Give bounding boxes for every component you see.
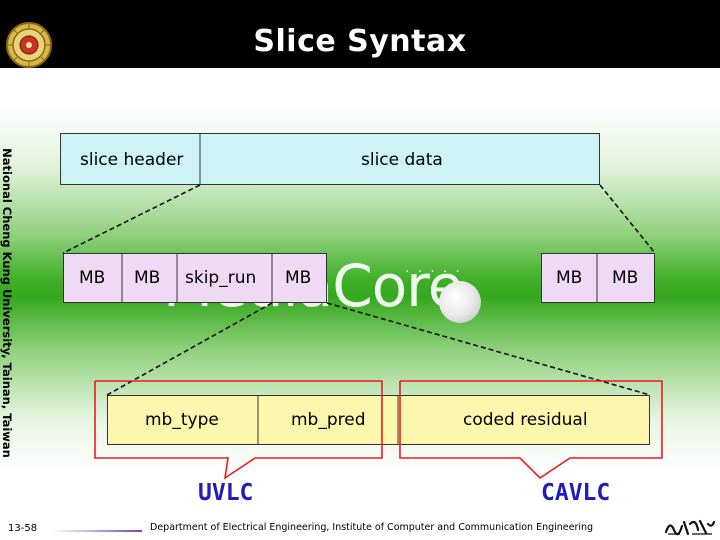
cavlc-label: CAVLC [541,480,611,506]
slide-title: Slice Syntax [253,24,467,59]
mb-row-right [541,253,655,303]
skip-run-cell: skip_run [185,268,257,288]
macroblock-elements-box [107,395,650,445]
title-bar [0,0,720,68]
cavlc-callout-frame [399,380,663,480]
mb-pred-cell: mb_pred [291,410,366,430]
mb-cell-2: MB [134,268,161,288]
footer-divider [52,530,142,532]
slice-data-label: slice data [361,150,443,170]
slice-box [60,133,600,185]
uvlc-callout-frame [94,380,383,480]
university-logo-icon [6,22,52,68]
slice-expansion-lines [62,184,656,254]
coded-residual-cell: coded residual [463,410,588,430]
mb-cell-5: MB [612,268,639,288]
watermark-globe-icon [439,281,481,323]
mb-cell-4: MB [556,268,583,288]
mb-row-dividers [121,253,598,303]
element-row-dividers [257,395,399,445]
uvlc-label: UVLC [198,480,254,506]
slice-header-label: slice header [80,150,184,170]
mb-row-left [63,253,327,303]
mb-cell-1: MB [79,268,106,288]
calligraphy-seal-icon [662,516,716,538]
watermark-dots: · · · · · [405,262,462,278]
footer-department: Department of Electrical Engineering, In… [150,522,594,533]
mb-cell-3: MB [285,268,312,288]
mb-type-cell: mb_type [145,410,219,430]
page-number: 13-58 [8,523,38,534]
